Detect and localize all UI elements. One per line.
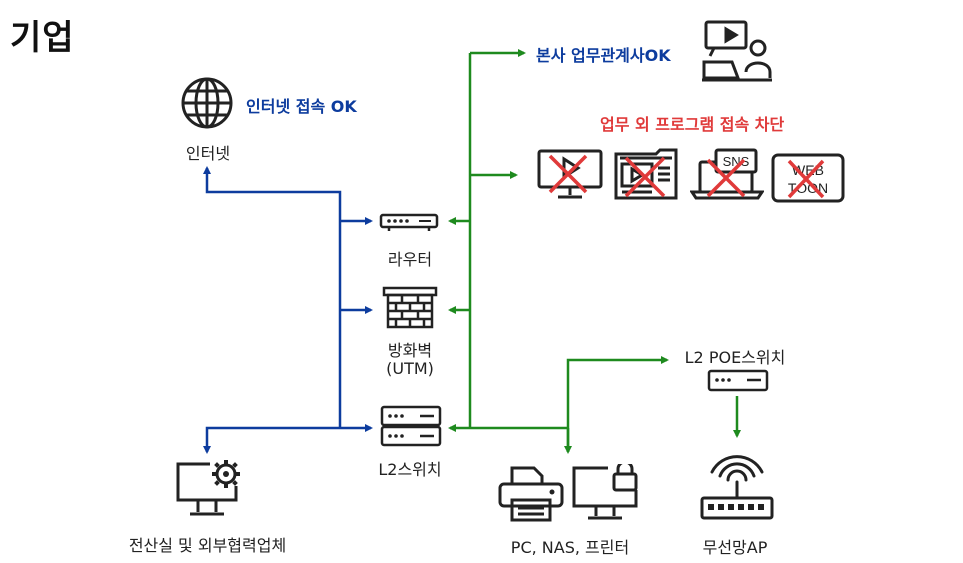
green-links — [448, 49, 741, 454]
printer-pc-icon — [498, 464, 638, 522]
poe-switch-label: L2 POE스위치 — [684, 348, 786, 367]
blocked-sns-icon: SNS — [690, 148, 764, 200]
l2-switch-label: L2스위치 — [378, 460, 442, 479]
router-icon — [379, 213, 439, 231]
computer-lock-icon — [572, 464, 638, 520]
blocked-webtoon-icon: WEB TOON — [771, 153, 845, 203]
firewall-sublabel: (UTM) — [386, 359, 434, 378]
globe-icon — [181, 77, 233, 129]
firewall-icon — [382, 286, 438, 329]
monitor-gear-icon — [176, 460, 240, 516]
internet-label: 인터넷 — [185, 144, 231, 163]
blue-links — [203, 166, 373, 454]
l2-switch-icon — [380, 405, 442, 447]
blocked-video-icon — [537, 149, 603, 199]
printer-icon — [498, 466, 564, 522]
gear-icon — [212, 460, 240, 488]
poe-switch-icon — [707, 369, 769, 392]
wireless-ap-icon — [700, 455, 774, 520]
blocked-note: 업무 외 프로그램 접속 차단 — [600, 115, 785, 134]
internet-ok-note: 인터넷 접속 OK — [246, 97, 357, 116]
video-call-person-icon — [702, 20, 772, 82]
wireless-ap-label: 무선망AP — [702, 538, 768, 557]
router-label: 라우터 — [387, 250, 433, 269]
blocked-media-icon — [614, 148, 678, 200]
devices-label: PC, NAS, 프린터 — [510, 538, 630, 557]
it-room-label: 전산실 및 외부협력업체 — [128, 536, 287, 555]
page-title: 기업 — [10, 18, 75, 58]
sns-text: SNS — [723, 154, 750, 169]
firewall-label: 방화벽 — [387, 341, 433, 360]
hq-ok-note: 본사 업무관계사OK — [536, 46, 671, 65]
